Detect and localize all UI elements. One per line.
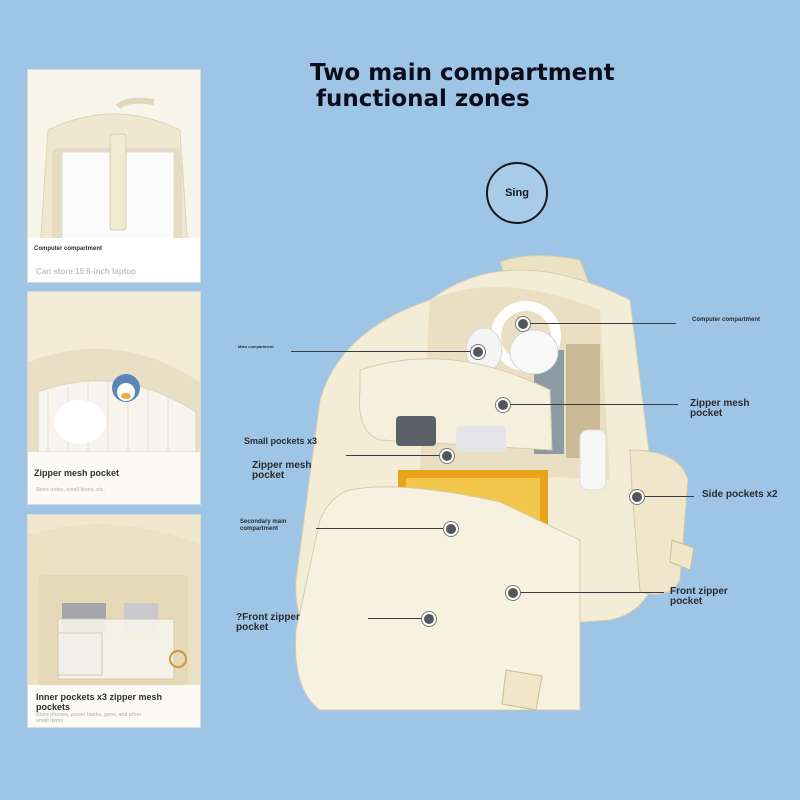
sing-badge: Sing bbox=[486, 162, 548, 224]
panel-zipper-mesh-pocket: Zipper mesh pocket Store notes, small it… bbox=[28, 292, 200, 504]
callout-zipper-mesh-left: Zipper mesh pocket bbox=[252, 460, 312, 481]
panel-computer-compartment: Computer compartment Can store 15.6-inch… bbox=[28, 70, 200, 282]
dot-zipper-right bbox=[496, 398, 510, 412]
callout-side-pockets: Side pockets x2 bbox=[702, 489, 778, 500]
title-line-2: functional zones bbox=[316, 86, 530, 112]
callout-computer-compartment: Computer compartment bbox=[692, 317, 761, 323]
callout-zipper-mesh-right: Zipper mesh pocket bbox=[690, 398, 750, 419]
callout-main-compartment: Main compartment bbox=[238, 344, 274, 349]
callout-line-front-left bbox=[368, 618, 426, 619]
title-line-1: Two main compartment bbox=[310, 60, 615, 86]
dot-computer bbox=[516, 317, 530, 331]
dot-front-right bbox=[506, 586, 520, 600]
callout-small-pockets: Small pockets x3 bbox=[244, 436, 318, 446]
laptop-compartment-image bbox=[28, 70, 200, 282]
callout-line-zipper-left bbox=[346, 455, 448, 456]
callout-front-zipper-left: ?Front zipper pocket bbox=[236, 612, 300, 633]
inner-pockets-image bbox=[28, 515, 200, 727]
callout-secondary-main: Secondary main compartment bbox=[240, 519, 287, 532]
callout-line-zipper-right bbox=[502, 404, 678, 405]
panel-3-label: Inner pockets x3 zipper mesh pockets bbox=[36, 692, 163, 712]
callout-line-side bbox=[636, 496, 694, 497]
backpack-image bbox=[295, 255, 695, 711]
panel-3-sub: Store phones, power banks, pens, and oth… bbox=[36, 712, 142, 724]
panel-2-sub: Store notes, small items, etc. bbox=[36, 487, 105, 493]
callout-line-front-right bbox=[512, 592, 664, 593]
callout-line-main bbox=[291, 351, 477, 352]
panel-1-label: Computer compartment bbox=[34, 246, 103, 252]
dot-side bbox=[630, 490, 644, 504]
panel-2-label: Zipper mesh pocket bbox=[34, 468, 120, 478]
sing-badge-label: Sing bbox=[505, 187, 529, 199]
dot-zipper-left bbox=[440, 449, 454, 463]
dot-main bbox=[471, 345, 485, 359]
dot-front-left bbox=[422, 612, 436, 626]
panel-1-sub: Can store 15.6-inch laptop bbox=[36, 267, 137, 276]
panel-inner-pockets: Inner pockets x3 zipper mesh pockets Sto… bbox=[28, 515, 200, 727]
mesh-pocket-image bbox=[28, 292, 200, 504]
callout-line-secondary bbox=[316, 528, 450, 529]
page-title: Two main compartment functional zones bbox=[310, 60, 615, 112]
dot-secondary bbox=[444, 522, 458, 536]
callout-line-computer bbox=[524, 323, 676, 324]
callout-front-zipper-right: Front zipper pocket bbox=[670, 586, 728, 607]
